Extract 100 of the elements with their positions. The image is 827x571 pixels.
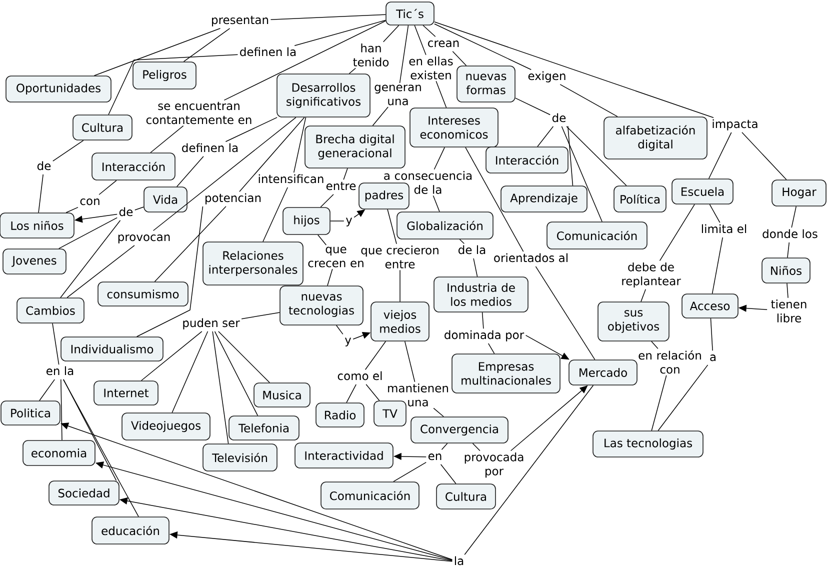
connector-line <box>561 126 602 222</box>
concept-box: Brecha digital generacional <box>304 126 406 168</box>
concept-box: economia <box>22 440 96 466</box>
connector-line <box>38 174 44 213</box>
concept-box: educación <box>92 516 170 544</box>
linking-phrase: provocada por <box>464 452 524 478</box>
connector-line <box>366 384 380 401</box>
concept-box: sus objetivos <box>598 302 670 342</box>
concept-box: Desarrollos significativos <box>276 74 370 118</box>
linking-phrase: de la <box>458 245 486 254</box>
connector-line <box>62 379 139 517</box>
linking-phrase: en relación con <box>638 350 701 374</box>
linking-phrase: tienen libre <box>771 300 806 322</box>
concept-box: Cambios <box>16 298 84 324</box>
connector-line <box>218 331 270 383</box>
linking-phrase: en la <box>46 366 74 376</box>
connector-line <box>434 21 714 118</box>
linking-phrase: presentan <box>212 16 268 26</box>
connector-line <box>482 312 484 329</box>
concept-box: Globalización <box>396 212 494 240</box>
connector-line <box>515 98 550 116</box>
connector-line <box>98 180 117 195</box>
linking-phrase: se encuentran contantemente en <box>146 102 252 124</box>
linking-phrase: generan una <box>374 84 421 106</box>
linking-phrase: en <box>428 454 442 460</box>
connector-line <box>212 331 229 444</box>
connector-line <box>343 168 348 180</box>
linking-phrase: intensifican <box>258 174 324 184</box>
connector-line <box>440 464 456 484</box>
connector-line <box>152 117 296 231</box>
concept-box: Telefonia <box>228 416 300 440</box>
linking-phrase: entre <box>326 182 356 190</box>
concept-box: Tic´s <box>386 2 434 26</box>
concept-box: Vida <box>144 186 188 212</box>
concept-box: Jovenes <box>2 248 66 274</box>
connector-line <box>294 20 386 46</box>
connector-line <box>710 318 713 351</box>
linking-phrase: limita el <box>702 224 746 234</box>
connector-line <box>176 156 204 187</box>
concept-box: hijos <box>282 207 330 235</box>
linking-phrase: la <box>454 556 464 566</box>
connector-line <box>441 443 448 450</box>
connector-line <box>58 217 118 249</box>
concept-box: Peligros <box>132 62 196 90</box>
concept-box: Política <box>614 186 666 212</box>
connector-line <box>239 117 305 192</box>
concept-box: Cultura <box>436 484 496 510</box>
connector-line <box>659 204 695 262</box>
connector-line <box>320 194 334 208</box>
concept-box: Acceso <box>682 294 738 318</box>
linking-phrase: dominada por <box>444 330 524 342</box>
linking-phrase: impacta <box>712 119 758 130</box>
concept-box: Sociedad <box>48 480 120 506</box>
connector-line <box>465 147 524 252</box>
connector-line <box>241 312 280 320</box>
concept-box: Escuela <box>672 178 734 204</box>
concept-box: Interacción <box>486 146 568 174</box>
connector-line <box>651 341 658 349</box>
concept-box: Niños <box>762 258 810 284</box>
concept-box: Televisión <box>202 444 278 472</box>
concept-box: Oportunidades <box>6 76 112 102</box>
concept-box: Politica <box>0 400 60 426</box>
connector-line <box>108 54 238 115</box>
connector-line <box>140 331 202 381</box>
connector-line <box>262 187 288 242</box>
connector-line <box>318 234 327 246</box>
concept-box: Las tecnologias <box>592 430 704 458</box>
concept-box: Cultura <box>72 114 132 140</box>
connector-line <box>63 379 117 481</box>
connector-line <box>708 132 732 179</box>
concept-box: TV <box>374 400 406 426</box>
connector-line <box>94 28 221 76</box>
connector-line <box>464 385 594 555</box>
connector-line <box>433 408 444 417</box>
linking-phrase: donde los <box>762 229 818 238</box>
concept-box: Mercado <box>568 360 638 386</box>
concept-box: Internet <box>94 380 158 406</box>
concept-box: Industria de los medios <box>434 276 528 312</box>
connector-line <box>224 20 386 101</box>
concept-box: Aprendizaje <box>500 186 588 212</box>
connector-line <box>658 364 708 431</box>
connector-line <box>535 266 596 360</box>
concept-box: Comunicación <box>546 222 648 250</box>
concept-box: padres <box>358 182 410 210</box>
connector-line <box>414 25 426 56</box>
connector-line <box>336 325 344 335</box>
linking-phrase: puden ser <box>183 318 240 330</box>
connector-line <box>651 375 667 431</box>
connector-line <box>459 239 465 244</box>
linking-phrase: y <box>346 218 352 226</box>
concept-box: nuevas formas <box>456 66 516 102</box>
concept-box: Individualismo <box>60 336 164 362</box>
connector-line <box>183 28 230 62</box>
connector-line <box>372 106 388 126</box>
connector-line <box>566 126 627 186</box>
concept-box: Los niños <box>0 212 74 238</box>
connector-line <box>568 126 574 186</box>
linking-phrase: de <box>37 161 51 170</box>
connector-line <box>52 140 84 162</box>
linking-phrase: de <box>119 207 133 216</box>
